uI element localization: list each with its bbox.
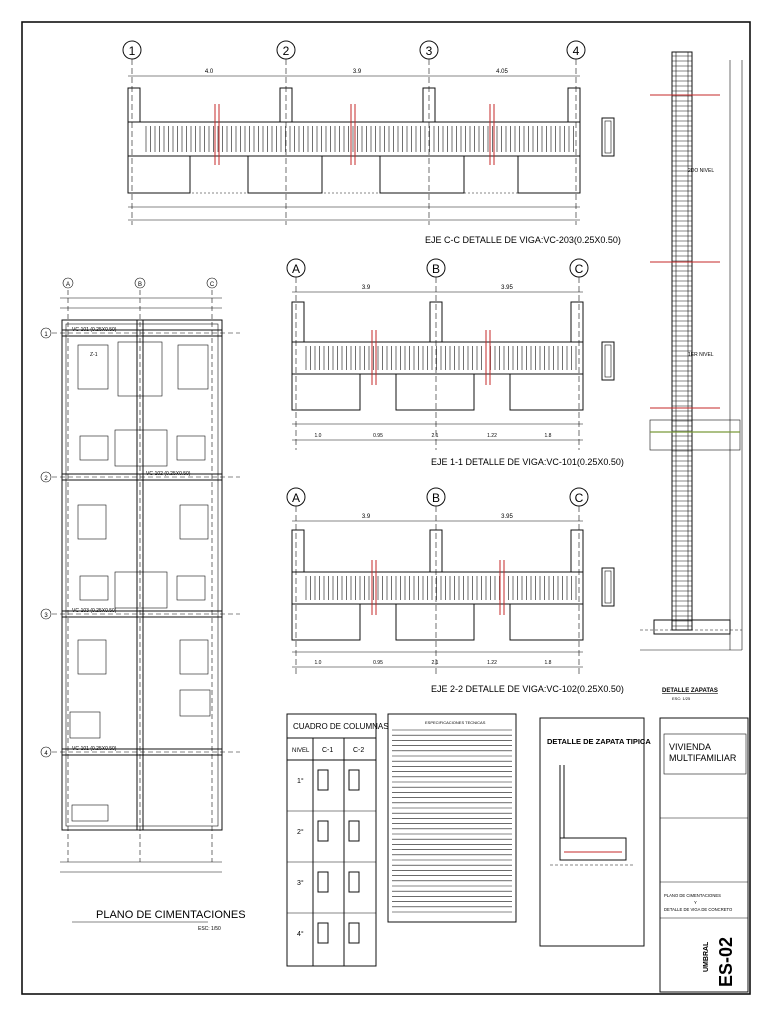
project-name-1: VIVIENDA	[669, 742, 711, 752]
plan-scale: ESC: 1/50	[198, 926, 221, 932]
col-header-nivel: NIVEL	[292, 748, 310, 754]
plan-axis-4: 4	[40, 746, 52, 758]
plan-axis-b: B	[134, 277, 146, 289]
svg-text:B: B	[432, 491, 440, 505]
firm-name: UMBRAL	[703, 941, 710, 972]
svg-text:A: A	[66, 282, 70, 288]
svg-text:2.1: 2.1	[432, 660, 439, 666]
axis-bubble-1: 1	[122, 40, 142, 60]
plan-axis-c: C	[206, 277, 218, 289]
beam-11-body	[291, 341, 584, 375]
beam-11-detail: A B C 3.9 3.95 1.0 0.95 2.1 1.22 1.8 EJE…	[286, 258, 624, 467]
sheet-title-1: PLANO DE CIMENTACIONES	[664, 893, 721, 898]
svg-text:0.95: 0.95	[373, 660, 383, 666]
level-2: 2°	[297, 828, 304, 836]
beam-11-title: EJE 1-1 DETALLE DE VIGA:VC-101(0.25X0.50…	[431, 457, 624, 467]
axis-bubble-a2: A	[286, 487, 306, 507]
svg-text:A: A	[292, 491, 300, 505]
svg-text:B: B	[432, 262, 440, 276]
dim-span-1: 4.0	[205, 69, 214, 75]
specs-block: ESPECIFICACIONES TECNICAS	[387, 713, 517, 923]
svg-text:1: 1	[44, 332, 48, 338]
svg-text:C: C	[575, 262, 584, 276]
plan-beam-label-2: VC-102 (0.25X0.50)	[146, 471, 191, 477]
plan-axis-1: 1	[40, 327, 52, 339]
svg-text:1.22: 1.22	[487, 433, 497, 439]
svg-text:1.8: 1.8	[545, 433, 552, 439]
svg-text:4: 4	[573, 44, 580, 58]
plan-axis-3: 3	[40, 608, 52, 620]
sheet-code: ES-02	[716, 937, 736, 987]
floor-2-label: 2DO NIVEL	[688, 168, 714, 174]
plan-beam-label-1: VC-101 (0.25X0.50)	[72, 327, 117, 333]
specs-title: ESPECIFICACIONES TECNICAS	[425, 720, 486, 725]
foundation-plan: A B C 1 2 3 4	[40, 277, 246, 932]
svg-text:3: 3	[426, 44, 433, 58]
plan-title: PLANO DE CIMENTACIONES	[96, 909, 246, 921]
svg-text:4: 4	[44, 751, 48, 757]
project-name-2: MULTIFAMILIAR	[669, 753, 737, 763]
detail-zapatas-title: DETALLE ZAPATAS	[662, 688, 718, 694]
beam-cc-body	[127, 121, 581, 157]
beam-cc-title: EJE C-C DETALLE DE VIGA:VC-203(0.25X0.50…	[425, 235, 621, 245]
axis-bubble-2: 2	[276, 40, 296, 60]
col-header-c2: C-2	[353, 747, 364, 754]
axis-bubble-c2: C	[569, 487, 589, 507]
svg-text:3.95: 3.95	[501, 514, 513, 520]
floor-1-label: 1ER NIVEL	[688, 352, 714, 358]
svg-text:3.9: 3.9	[362, 285, 371, 291]
detail-zapatas-scale: ESC: 1/25	[672, 696, 691, 701]
svg-text:A: A	[292, 262, 300, 276]
column-elevation: 2DO NIVEL 1ER NIVEL DETALLE ZAPATAS ESC:…	[640, 51, 743, 701]
axis-bubble-4: 4	[566, 40, 586, 60]
plan-axis-a: A	[62, 277, 74, 289]
plan-beam-label-3: VC-103 (0.25X0.50)	[72, 608, 117, 614]
axis-bubble-a: A	[286, 258, 306, 278]
svg-text:3: 3	[44, 613, 48, 619]
level-4: 4°	[297, 930, 304, 938]
svg-text:0.95: 0.95	[373, 433, 383, 439]
dim-span-3: 4.05	[496, 69, 508, 75]
axis-bubble-3: 3	[419, 40, 439, 60]
plan-beam-label-4: VC-101 (0.25X0.50)	[72, 746, 117, 752]
plan-axis-2: 2	[40, 471, 52, 483]
svg-text:1.22: 1.22	[487, 660, 497, 666]
level-3: 3°	[297, 879, 304, 887]
axis-bubble-c: C	[569, 258, 589, 278]
col-header-c1: C-1	[322, 747, 333, 754]
beam-22-detail: A B C 3.9 3.95 1.0 0.95 2.1 1.22 1.8 EJE…	[286, 487, 624, 694]
svg-text:B: B	[138, 282, 142, 288]
svg-text:3.95: 3.95	[501, 285, 513, 291]
zapata-title: DETALLE DE ZAPATA TIPICA	[547, 737, 651, 746]
svg-text:3.9: 3.9	[362, 514, 371, 520]
beam-22-title: EJE 2-2 DETALLE DE VIGA:VC-102(0.25X0.50…	[431, 684, 624, 694]
svg-text:1: 1	[129, 44, 136, 58]
title-block: VIVIENDA MULTIFAMILIAR PLANO DE CIMENTAC…	[659, 717, 749, 993]
sheet-title-2: Y	[694, 900, 697, 905]
beam-cc-detail: 1 2 3 4 4.0 3.9 4.05	[122, 40, 621, 245]
svg-text:C: C	[210, 282, 215, 288]
dim-span-2: 3.9	[353, 69, 362, 75]
svg-text:1.0: 1.0	[315, 660, 322, 666]
svg-text:C: C	[575, 491, 584, 505]
level-1: 1°	[297, 777, 304, 785]
axis-bubble-b: B	[426, 258, 446, 278]
sheet-border	[21, 21, 751, 995]
svg-text:1.8: 1.8	[545, 660, 552, 666]
plan-footing-tag: Z-1	[90, 352, 98, 358]
svg-text:1.0: 1.0	[315, 433, 322, 439]
sheet-title-3: DETALLE DE VIGA DE CONCRETO	[664, 907, 733, 912]
columns-table-title: CUADRO DE COLUMNAS	[293, 722, 389, 731]
svg-text:2: 2	[283, 44, 290, 58]
svg-text:2: 2	[44, 476, 48, 482]
svg-text:2.1: 2.1	[432, 433, 439, 439]
axis-bubble-b2: B	[426, 487, 446, 507]
columns-table: CUADRO DE COLUMNAS NIVEL C-1 C-2 1° 2° 3…	[286, 713, 389, 967]
zapata-detail: DETALLE DE ZAPATA TIPICA	[539, 717, 651, 947]
beam-22-body	[291, 571, 584, 605]
